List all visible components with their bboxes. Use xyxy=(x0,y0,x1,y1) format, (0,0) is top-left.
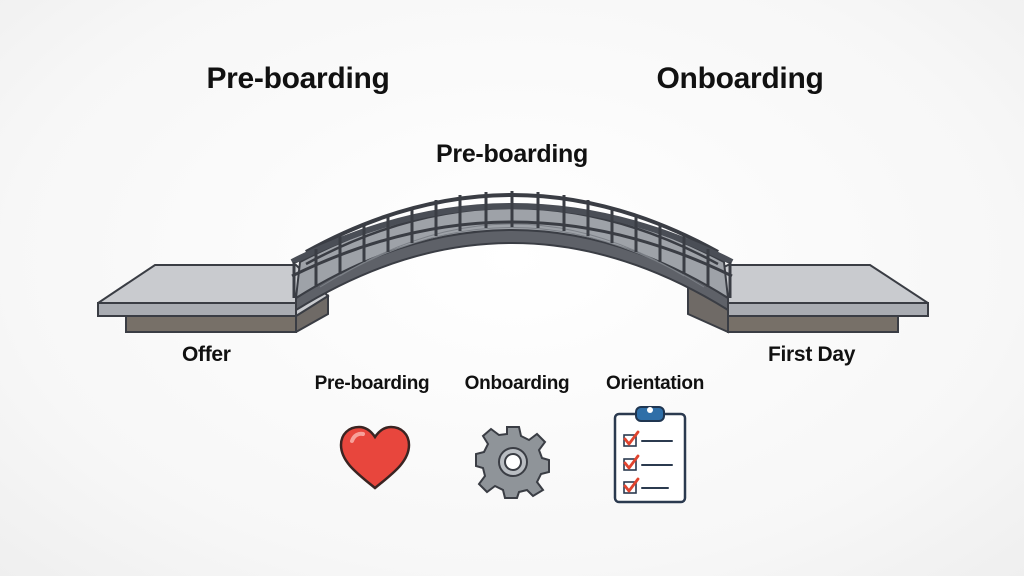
left-platform xyxy=(97,264,330,333)
stage-label-orientation: Orientation xyxy=(605,373,705,394)
start-label-offer: Offer xyxy=(182,343,231,366)
arched-bridge xyxy=(290,191,734,311)
heading-onboarding: Onboarding xyxy=(656,62,824,95)
bridge-label: Pre-boarding xyxy=(436,140,588,168)
stage-label-pre-boarding: Pre-boarding xyxy=(314,373,430,394)
gear-icon xyxy=(475,426,550,499)
stage-label-onboarding: Onboarding xyxy=(464,373,570,394)
clipboard-checklist-icon xyxy=(613,406,687,504)
heading-pre-boarding: Pre-boarding xyxy=(206,62,390,95)
end-label-first-day: First Day xyxy=(768,343,856,366)
right-platform xyxy=(686,264,929,334)
heart-icon xyxy=(339,425,411,490)
